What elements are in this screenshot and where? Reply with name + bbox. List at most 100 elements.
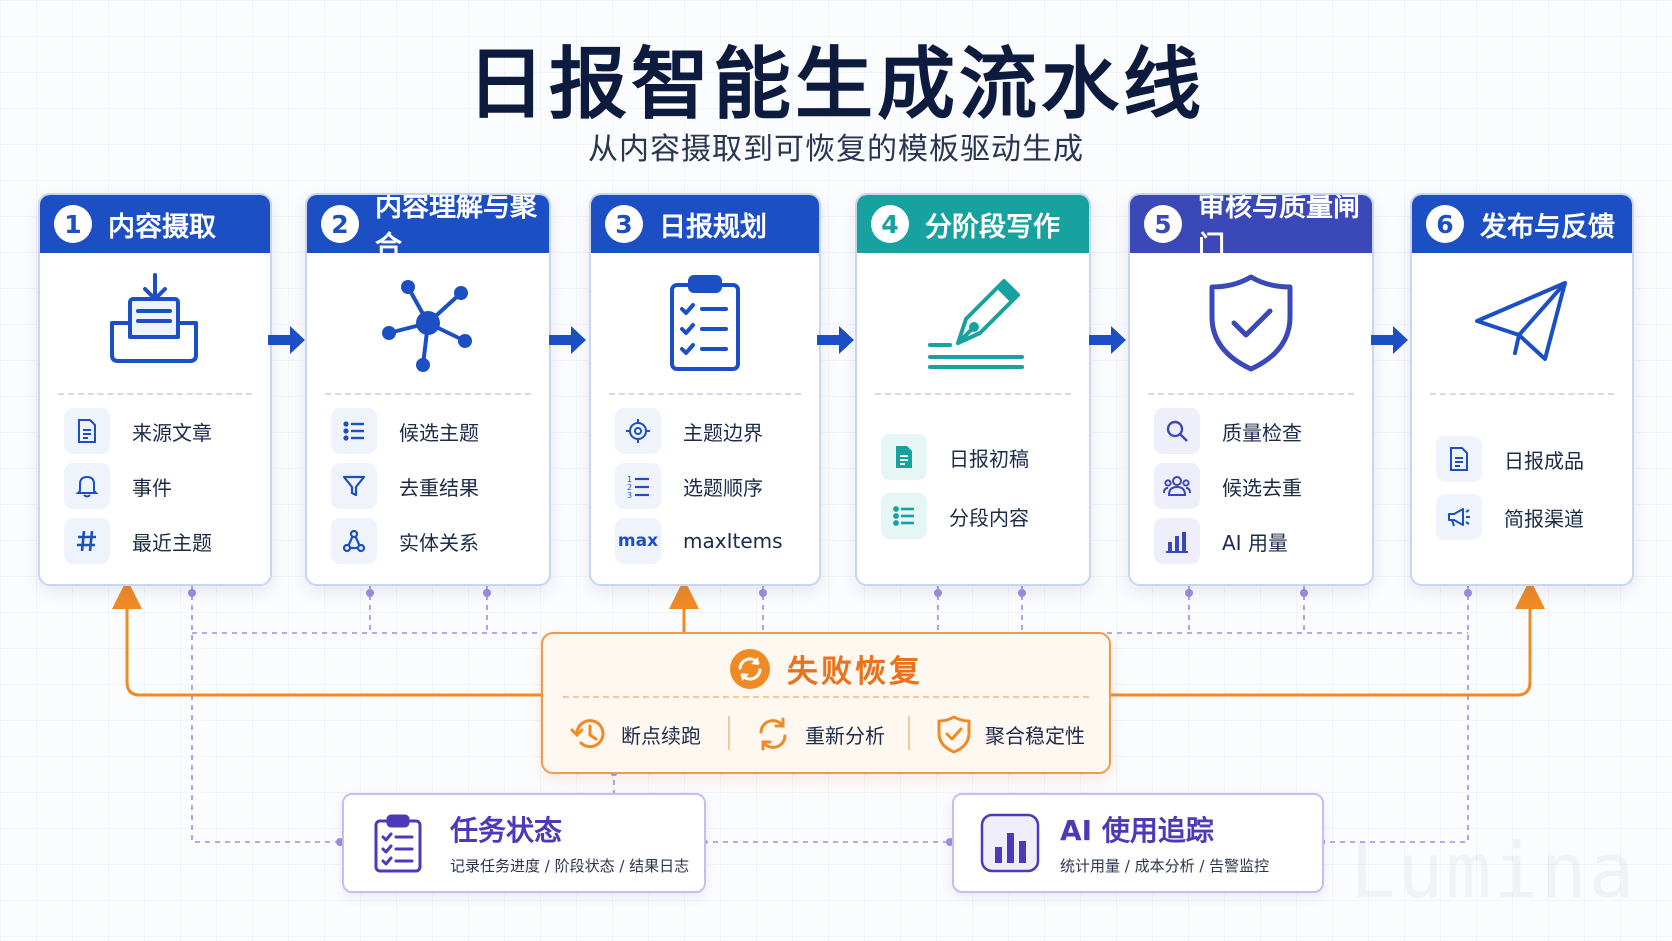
item-label: 去重结果 (399, 475, 479, 500)
ai-tracking-title: AI 使用追踪 (1060, 814, 1214, 847)
item-label: maxItems (683, 529, 783, 553)
task-status-title: 任务状态 (450, 814, 563, 847)
recovery-title: 失败恢复 (787, 654, 923, 690)
page-subtitle: 从内容摄取到可恢复的模板驱动生成 (588, 132, 1084, 167)
item-label: 选题顺序 (683, 475, 763, 500)
stage-title: 审核与质量闸门 (1198, 193, 1360, 262)
list-icon (881, 493, 927, 539)
bar-chart-icon (1154, 518, 1200, 564)
stage-divider (1430, 393, 1614, 395)
inbox-download-icon (40, 273, 270, 383)
recovery-item-label: 断点续跑 (621, 723, 701, 748)
watermark: Lumina (1350, 826, 1637, 915)
paper-plane-icon (1412, 273, 1632, 383)
stage-number: 1 (54, 205, 92, 243)
item-label: 日报初稿 (949, 446, 1029, 471)
stage-divider (609, 393, 801, 395)
item-label: 事件 (132, 475, 172, 500)
item-label: 分段内容 (949, 505, 1029, 530)
document-icon (1436, 436, 1482, 482)
svg-text:1: 1 (627, 475, 632, 484)
flow-arrow (1371, 326, 1408, 354)
stage-divider (58, 393, 252, 395)
stage-phased-writing: 4 分阶段写作 日报初稿 分段内容 (855, 193, 1091, 586)
stage-item: 来源文章 (64, 407, 212, 455)
stage-item: 质量检查 (1154, 407, 1302, 455)
bell-icon (64, 463, 110, 509)
stage-header: 2 内容理解与聚合 (307, 195, 549, 262)
stage-header: 3 日报规划 (591, 195, 819, 253)
history-clock-icon (570, 719, 605, 749)
recovery-lines (112, 579, 1545, 697)
item-label: 最近主题 (132, 530, 212, 555)
stage-item: 实体关系 (331, 517, 479, 565)
megaphone-icon (1436, 494, 1482, 540)
flow-arrow (549, 326, 586, 354)
stage-item: 日报成品 (1436, 435, 1584, 483)
recovery-divider (563, 696, 1089, 698)
recovery-separator (728, 716, 730, 750)
item-label: 实体关系 (399, 530, 479, 555)
stage-item: 最近主题 (64, 517, 212, 565)
shield-check-icon (1130, 273, 1372, 383)
recovery-item: 断点续跑 (569, 712, 701, 756)
stage-content-ingestion: 1 内容摄取 来源文章 事件 最近主题 (38, 193, 272, 586)
stage-number: 2 (321, 205, 359, 243)
item-label: 主题边界 (683, 420, 763, 445)
clipboard-icon (370, 813, 426, 877)
stage-header: 5 审核与质量闸门 (1130, 195, 1372, 262)
users-icon (1154, 463, 1200, 509)
svg-text:3: 3 (627, 491, 632, 499)
document-icon (64, 408, 110, 454)
task-status-subtitle: 记录任务进度 / 阶段状态 / 结果日志 (450, 857, 690, 875)
recovery-item: 聚合稳定性 (935, 712, 1085, 756)
nodes-icon (331, 518, 377, 564)
stage-publish-feedback: 6 发布与反馈 日报成品 简报渠道 (1410, 193, 1634, 586)
recovery-item: 重新分析 (753, 712, 885, 756)
flow-arrow (817, 326, 854, 354)
stage-item: 事件 (64, 462, 172, 510)
stage-item: 简报渠道 (1436, 493, 1584, 541)
status-dashed-lines (191, 585, 1469, 843)
target-icon (615, 408, 661, 454)
filter-icon (331, 463, 377, 509)
stage-title: 内容摄取 (108, 211, 216, 243)
recovery-separator (908, 716, 910, 750)
network-hub-icon (307, 273, 549, 383)
stage-item: 主题边界 (615, 407, 763, 455)
stage-title: 发布与反馈 (1480, 211, 1615, 243)
stage-divider (325, 393, 531, 395)
stage-item: 候选主题 (331, 407, 479, 455)
max-icon: max (615, 518, 661, 564)
task-status-panel: 任务状态 记录任务进度 / 阶段状态 / 结果日志 (342, 793, 706, 893)
search-icon (1154, 408, 1200, 454)
stage-number: 4 (871, 205, 909, 243)
stage-number: 3 (605, 205, 643, 243)
stage-number: 6 (1426, 205, 1464, 243)
stage-title: 日报规划 (659, 211, 767, 243)
stage-item: AI 用量 (1154, 517, 1288, 565)
refresh-icon (759, 717, 787, 751)
list-icon (331, 408, 377, 454)
bar-chart-icon (980, 813, 1040, 877)
item-label: 日报成品 (1504, 448, 1584, 473)
ai-tracking-subtitle: 统计用量 / 成本分析 / 告警监控 (1060, 857, 1270, 875)
document-icon (881, 434, 927, 480)
stage-item: 日报初稿 (881, 433, 1029, 481)
stage-header: 6 发布与反馈 (1412, 195, 1632, 253)
failure-recovery-box: 失败恢复 断点续跑 重新分析 聚合稳定性 (541, 632, 1111, 774)
hash-icon (64, 518, 110, 564)
pen-writing-icon (857, 273, 1089, 383)
stage-review-quality-gate: 5 审核与质量闸门 质量检查 候选去重 AI 用量 (1128, 193, 1374, 586)
stage-header: 4 分阶段写作 (857, 195, 1089, 253)
item-label: AI 用量 (1222, 530, 1288, 555)
stage-item: 分段内容 (881, 492, 1029, 540)
item-label: 候选去重 (1222, 475, 1302, 500)
stage-divider (875, 393, 1071, 395)
stage-item: max maxItems (615, 517, 783, 565)
item-label: 来源文章 (132, 420, 212, 445)
ai-tracking-panel: AI 使用追踪 统计用量 / 成本分析 / 告警监控 (952, 793, 1324, 893)
recovery-item-label: 重新分析 (805, 723, 885, 748)
stage-number: 5 (1144, 205, 1182, 243)
